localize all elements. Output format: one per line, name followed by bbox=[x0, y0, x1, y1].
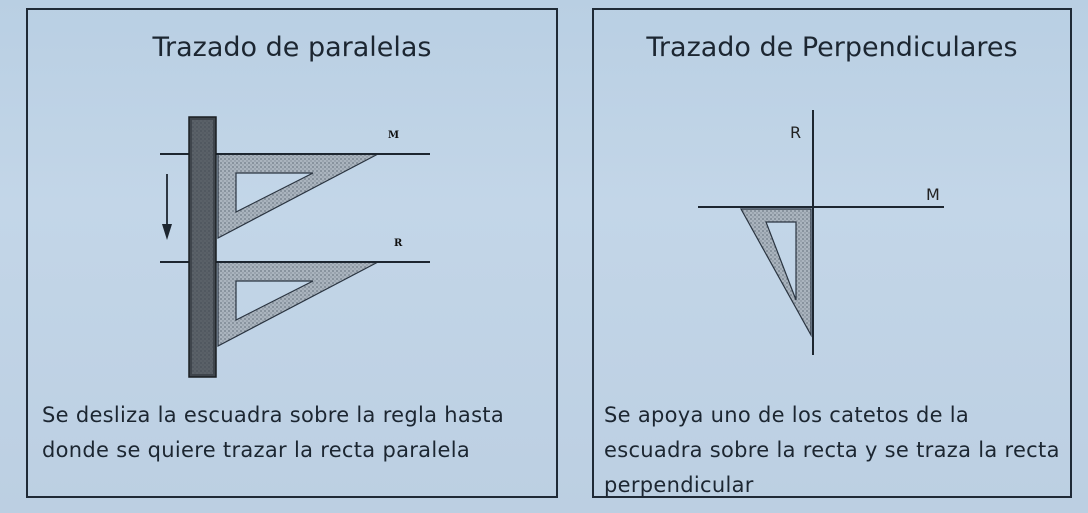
parallel-lines-caption: Se desliza la escuadra sobre la regla ha… bbox=[42, 403, 505, 462]
label-m: M bbox=[388, 130, 399, 141]
perpendicular-lines-title: Trazado de Perpendiculares bbox=[646, 32, 1018, 63]
label-r-vertical: R bbox=[790, 123, 801, 142]
perpendicular-lines-caption: Se apoya uno de los catetos de la escuad… bbox=[604, 403, 1060, 497]
slide-arrow bbox=[162, 174, 172, 240]
parallel-lines-title: Trazado de paralelas bbox=[152, 32, 432, 63]
set-square-bottom bbox=[217, 261, 379, 347]
perpendicular-lines-diagram: R M bbox=[698, 110, 944, 355]
set-square bbox=[739, 208, 812, 338]
parallel-lines-diagram: M R bbox=[160, 116, 430, 378]
label-m-horizontal: M bbox=[926, 185, 940, 204]
label-r: R bbox=[394, 238, 403, 249]
perpendicular-lines-panel: Trazado de Perpendiculares R M Se apoya … bbox=[592, 8, 1072, 498]
set-square-top bbox=[217, 153, 379, 239]
parallel-lines-panel: Trazado de paralelas M R bbox=[26, 8, 558, 498]
